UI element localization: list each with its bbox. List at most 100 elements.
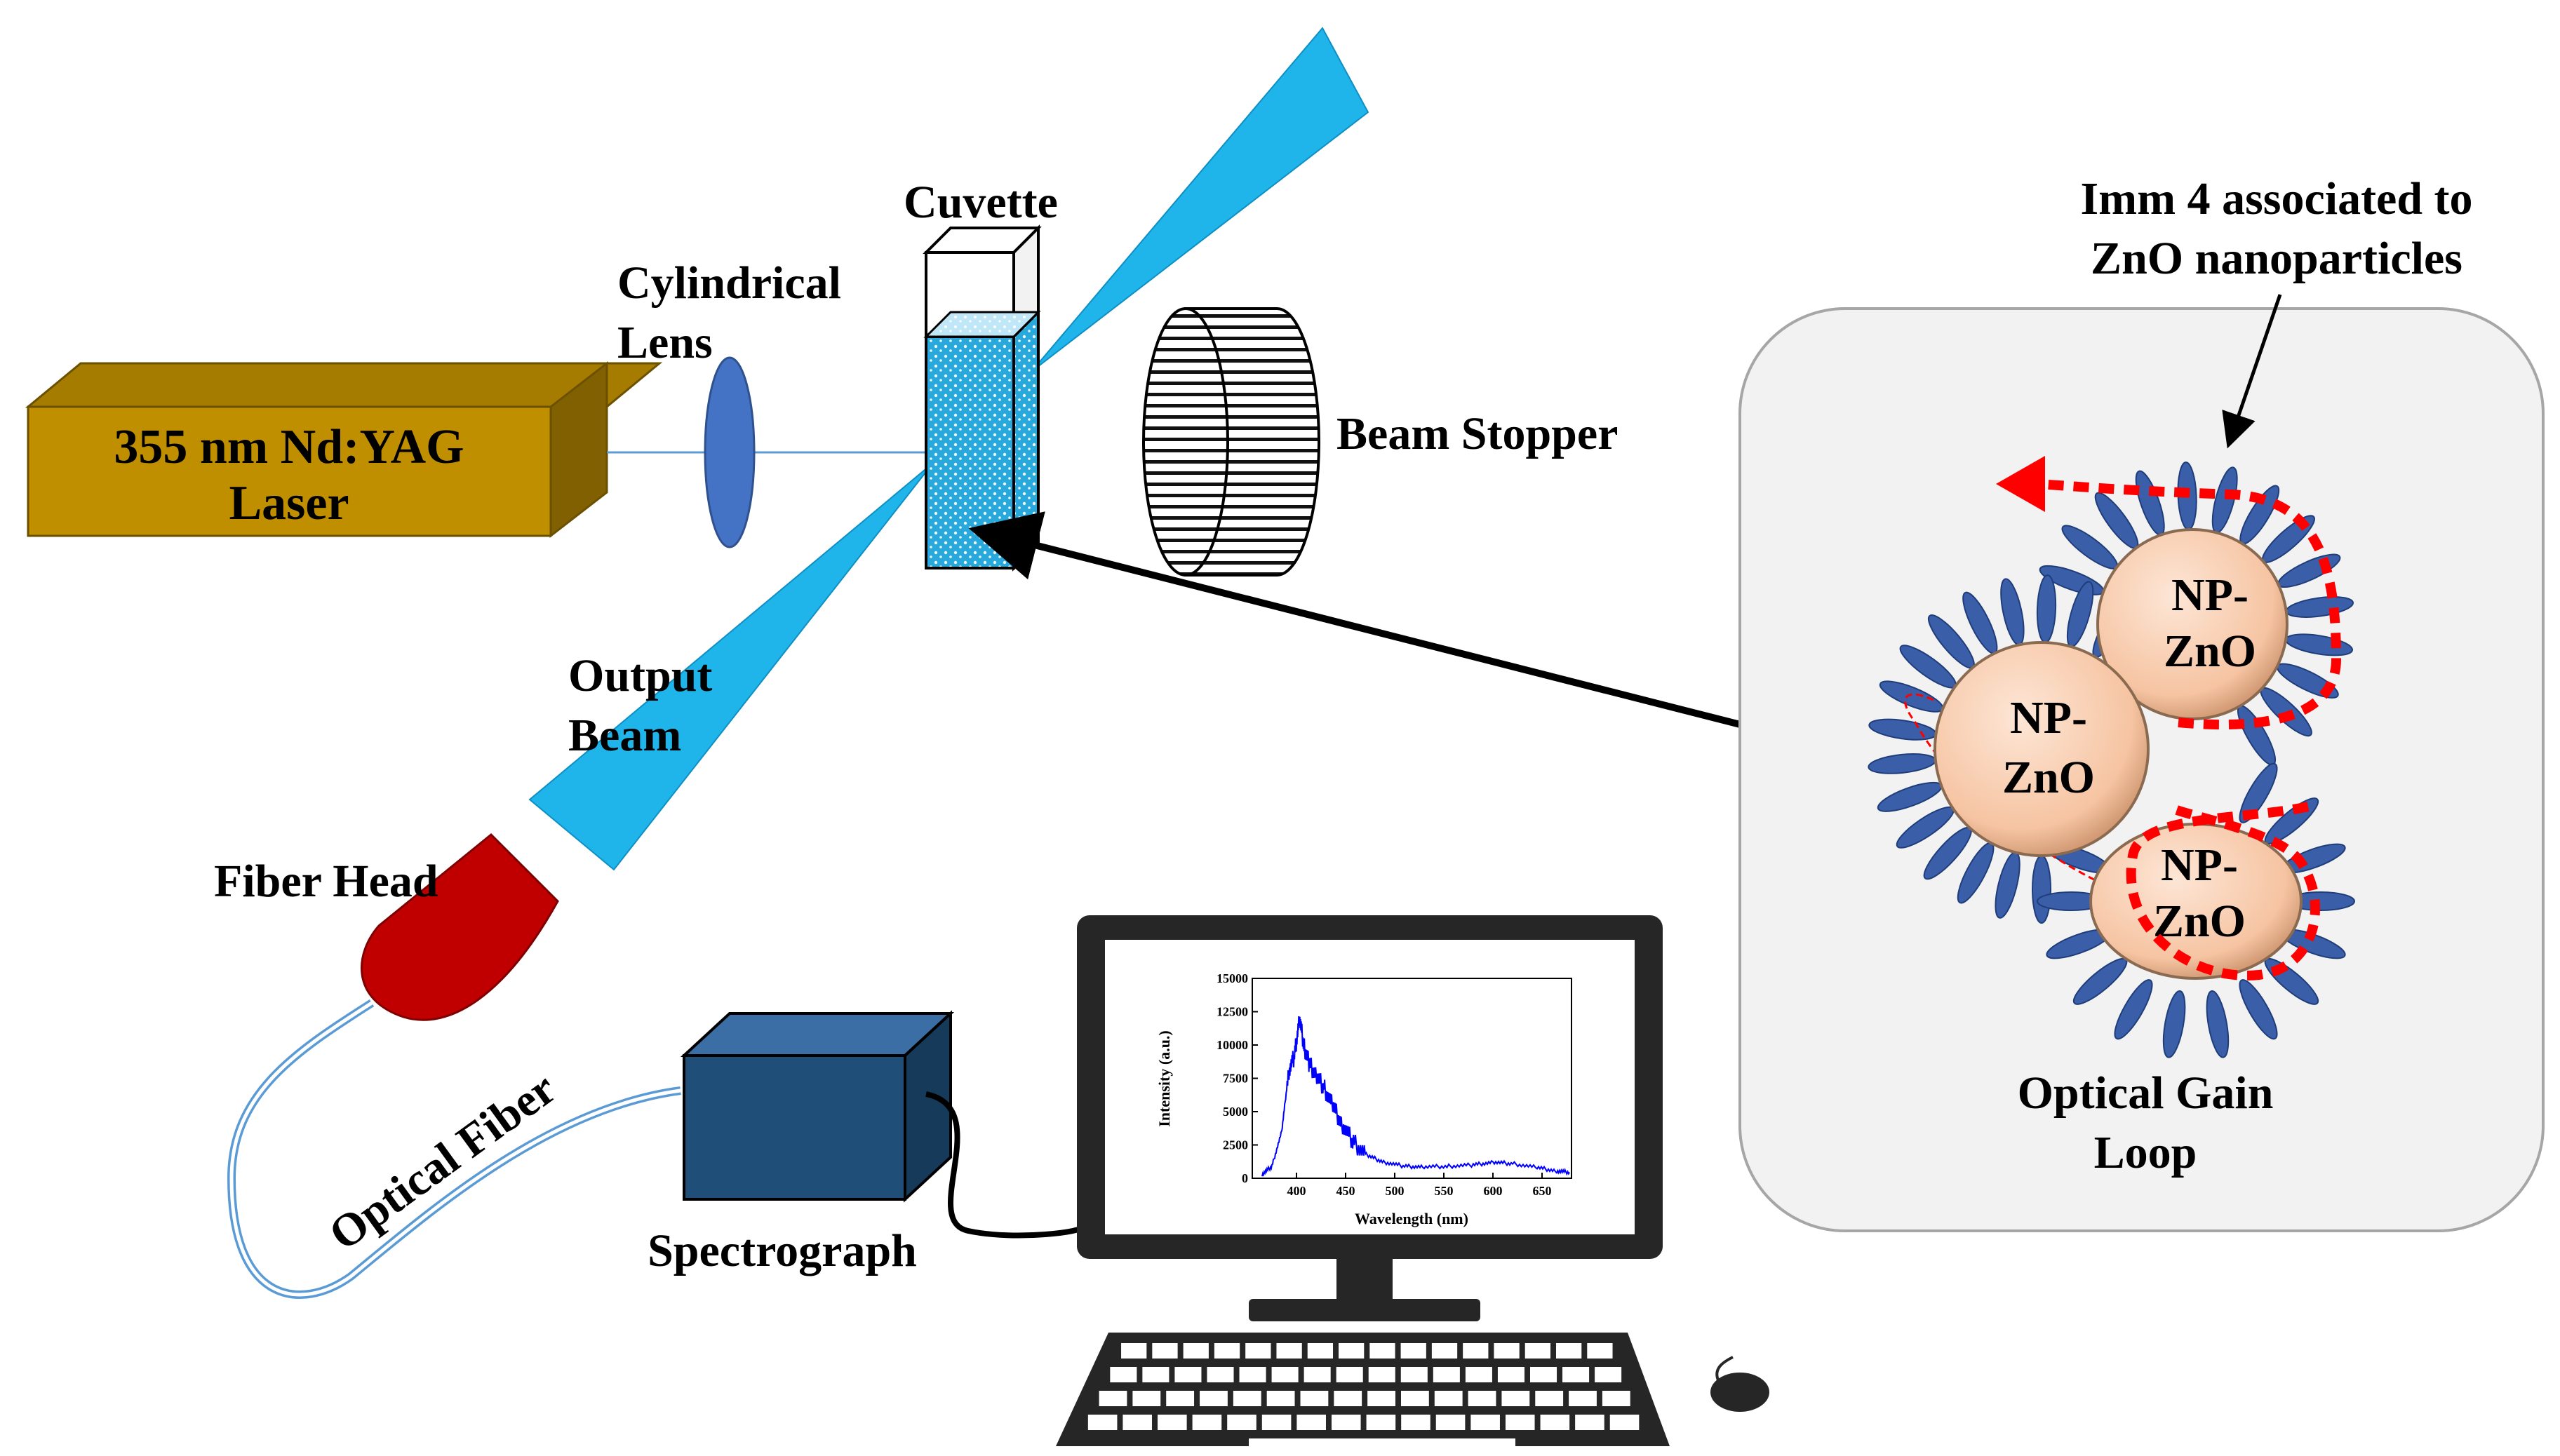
laser-body: [27, 405, 552, 537]
zoom-arrow: [968, 511, 1794, 741]
keyboard-key: [1575, 1415, 1604, 1430]
keyboard-key: [1367, 1391, 1395, 1406]
gain-loop-arrowhead: [1996, 456, 2045, 512]
keyboard-key: [1400, 1343, 1426, 1359]
imm4-molecule: [2239, 979, 2278, 1040]
keyboard-key: [1400, 1391, 1429, 1406]
keyboard-key: [1307, 1343, 1334, 1359]
keyboard-key: [1602, 1391, 1630, 1406]
imm4-molecule: [2114, 979, 2153, 1040]
keyboard-key: [1266, 1391, 1295, 1406]
lens-label-line1: Cylindrical: [617, 257, 841, 309]
keyboard-key: [1470, 1415, 1500, 1430]
keyboard-key: [1609, 1415, 1640, 1430]
imm4-molecule: [2239, 762, 2278, 823]
cuvette: [923, 224, 1042, 572]
output-beam-label-line1: Output: [568, 650, 712, 701]
keyboard-key: [1535, 1391, 1564, 1406]
keyboard-key: [1587, 1343, 1613, 1359]
keyboard-key: [1166, 1391, 1195, 1406]
gain-loop-dashed-path: [2037, 479, 2342, 980]
keyboard-key: [1540, 1415, 1570, 1430]
keyboard-key: [1276, 1343, 1302, 1359]
mouse-wire: [1715, 1356, 1734, 1382]
nanoparticle-2-label-line1: NP-: [2010, 692, 2087, 743]
keyboard-key: [1463, 1343, 1489, 1359]
beam-stopper: [1142, 307, 1320, 577]
keyboard-key: [1497, 1367, 1524, 1382]
nanoparticle-3: NP- ZnO: [2089, 823, 2303, 980]
laser: 355 nm Nd:YAG Laser: [25, 360, 663, 539]
y-tick-label: 2500: [1223, 1138, 1248, 1152]
keyboard-key: [1336, 1367, 1363, 1382]
keyboard-key: [1468, 1391, 1496, 1406]
spectrograph: [680, 1010, 955, 1203]
keyboard-key: [1300, 1391, 1329, 1406]
optical-fiber-label: Optical Fiber: [320, 1063, 565, 1260]
y-axis-label: Intensity (a.u.): [1155, 1030, 1173, 1127]
keyboard-key: [1334, 1391, 1362, 1406]
keyboard-key: [1087, 1415, 1118, 1430]
keyboard-key: [1245, 1343, 1271, 1359]
keyboard-key: [1433, 1367, 1460, 1382]
laser-label-line1: 355 nm Nd:YAG: [114, 420, 464, 474]
mouse: [1710, 1373, 1769, 1412]
keyboard-key: [1494, 1343, 1520, 1359]
y-tick-label: 7500: [1223, 1072, 1248, 1086]
keyboard-key: [1099, 1391, 1127, 1406]
keyboard-key: [1214, 1343, 1240, 1359]
keyboard-key: [1174, 1367, 1202, 1382]
keyboard-key: [1401, 1415, 1430, 1430]
keyboard-key: [1122, 1415, 1153, 1430]
cuvette-liquid-side: [1012, 309, 1040, 572]
transmitted-beam: [1031, 27, 1369, 372]
monitor-base: [1249, 1299, 1480, 1321]
spectrum-series-line: [1261, 1016, 1571, 1178]
keyboard-key: [1431, 1343, 1458, 1359]
gain-loop-label-line2: Loop: [2094, 1127, 2197, 1178]
imm4-molecule: [2206, 990, 2230, 1058]
cuvette-label: Cuvette: [904, 177, 1058, 228]
keyboard-key: [1368, 1367, 1395, 1382]
x-axis-label: Wavelength (nm): [1355, 1210, 1468, 1227]
y-tick-label: 12500: [1217, 1005, 1248, 1019]
keyboard-key: [1121, 1343, 1147, 1359]
nanoparticle-2-label-line2: ZnO: [2002, 752, 2095, 803]
keyboard-key: [1369, 1343, 1395, 1359]
keyboard: [1056, 1333, 1670, 1451]
keyboard-key: [1132, 1391, 1161, 1406]
y-tick-label: 0: [1242, 1171, 1248, 1185]
beam-stopper-front: [1142, 307, 1229, 577]
plot-frame: [1252, 978, 1572, 1179]
y-tick-label: 10000: [1217, 1038, 1248, 1052]
keyboard-key: [1465, 1367, 1492, 1382]
keyboard-key: [1304, 1367, 1331, 1382]
keyboard-key: [1505, 1415, 1535, 1430]
nanoparticle-3-label-line1: NP-: [2161, 840, 2238, 891]
gain-loop-label-line1: Optical Gain: [2018, 1067, 2274, 1119]
keyboard-key: [1400, 1367, 1428, 1382]
output-beam: [528, 462, 934, 871]
keyboard-key: [1296, 1415, 1326, 1430]
imm-label-line1: Imm 4 associated to: [2080, 173, 2472, 224]
keyboard-key: [1271, 1367, 1299, 1382]
beam-stopper-label: Beam Stopper: [1336, 408, 1618, 459]
nanoparticle-1-label-line2: ZnO: [2164, 626, 2256, 677]
keyboard-key: [1555, 1343, 1582, 1359]
keyboard-key: [1529, 1367, 1557, 1382]
keyboard-key: [1200, 1391, 1228, 1406]
x-tick-label: 600: [1484, 1184, 1503, 1198]
keyboard-key: [1501, 1391, 1530, 1406]
keyboard-key: [1110, 1367, 1137, 1382]
nanoparticle-2-circle: [1934, 641, 2150, 857]
spectrograph-body: [683, 1054, 906, 1201]
keyboard-key: [1339, 1343, 1365, 1359]
keyboard-key: [1192, 1415, 1222, 1430]
keyboard-key: [1142, 1367, 1170, 1382]
keyboard-key: [1183, 1343, 1209, 1359]
cuvette-liquid-surface: [923, 311, 1041, 338]
